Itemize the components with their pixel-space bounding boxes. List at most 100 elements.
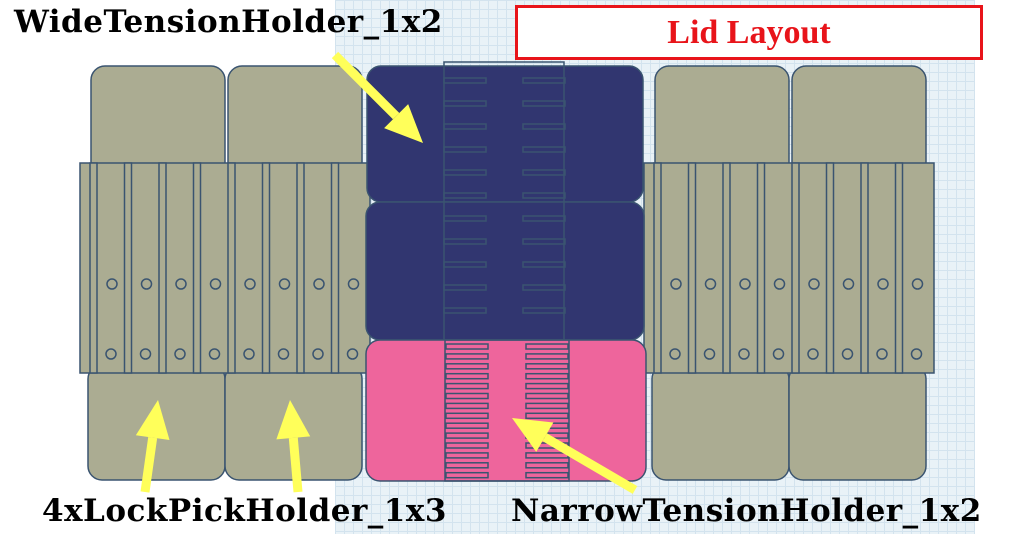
right-lockpick-holder-pin-hole [877, 278, 889, 290]
narrow-slot [525, 343, 569, 350]
narrow-slot [525, 372, 569, 380]
left-lockpick-holder-pin-hole [313, 278, 325, 290]
left-lockpick-holder-pin-hole [347, 278, 360, 290]
left-lockpick-holder-pin-hole [175, 278, 187, 290]
left-lockpick-holder-pin-hole [139, 348, 152, 360]
wide-slot [522, 146, 566, 153]
wide-slot [443, 77, 487, 84]
right-lockpick-holder-pin-hole [808, 278, 820, 290]
right-lockpick-holder-pin-hole [739, 278, 751, 290]
left-lockpick-holder-pin-hole [174, 348, 186, 360]
right-lockpick-holder-channel-body [643, 162, 935, 374]
right-lockpick-holder-pin-hole [807, 348, 819, 360]
wide-shaft [331, 51, 400, 120]
title-box: Lid Layout [515, 5, 983, 60]
wide-slot [443, 100, 487, 107]
wide-slot [443, 123, 487, 130]
lockpick-right-shaft [288, 437, 303, 493]
narrow-slot-frame [444, 339, 570, 482]
narrow-slot [525, 382, 569, 390]
wide-slot [522, 123, 566, 130]
left-lockpick-holder-channel-rib [261, 162, 271, 374]
left-lockpick-holder-top-plate [90, 65, 226, 177]
narrow-arrow-icon [512, 418, 554, 452]
page-title: Lid Layout [667, 13, 831, 51]
right-lockpick-holder-pin-hole [911, 278, 924, 290]
left-lockpick-holder-channel-rib [192, 162, 202, 374]
narrow-slot [445, 452, 489, 459]
right-lockpick-holder-channel-rib [687, 162, 697, 374]
left-lockpick-holder-top-plate [227, 65, 363, 177]
left-lockpick-holder-pin-hole [278, 278, 291, 290]
wide-slot [443, 146, 487, 153]
narrow-slot [445, 372, 489, 380]
right-lockpick-holder-channel-rib [756, 162, 766, 374]
right-lockpick-holder-pin-hole [772, 348, 785, 360]
right-lockpick-holder-pin-hole [703, 348, 716, 360]
narrow-shaft [542, 433, 638, 494]
right-lockpick-holder-channel-rib [825, 162, 835, 374]
narrow-slot [445, 471, 489, 479]
wide-slot [522, 238, 566, 245]
left-lockpick-holder-pin-hole [105, 348, 117, 360]
left-lockpick-holder-pin-hole [346, 348, 359, 360]
wide-slot [443, 215, 487, 222]
narrow-tension-holder [365, 339, 647, 482]
wide-slot [522, 192, 566, 199]
narrow-slot [445, 442, 489, 449]
right-lockpick-holder-pin-hole [876, 348, 888, 360]
narrow-slot [445, 432, 489, 439]
left-lockpick-holder-channel-rib [227, 162, 236, 374]
lockpick-right-arrow-icon [276, 400, 311, 440]
wide-slot [522, 215, 566, 222]
right-lockpick-holder-pin-hole [669, 348, 681, 360]
narrow-slot [445, 392, 489, 400]
narrow-slot [525, 363, 569, 370]
left-lockpick-holder-pin-hole [277, 348, 290, 360]
right-lockpick-holder-top-plate [654, 65, 790, 177]
wide-slot [443, 261, 487, 268]
left-lockpick-holder-pin-hole [244, 278, 256, 290]
left-lockpick-holder-pin-hole [106, 278, 118, 290]
narrow-slot [525, 353, 569, 360]
right-lockpick-holder-channel-rib [791, 162, 800, 374]
wide-slot [443, 307, 487, 314]
wide-slot [522, 169, 566, 176]
left-lockpick-holder-channel-rib [330, 162, 340, 374]
lockpick-left-arrow-icon [135, 400, 170, 441]
right-lockpick-holder-top-plate [791, 65, 927, 177]
wide-slot [443, 169, 487, 176]
wide-slot [443, 192, 487, 199]
wide-slot [443, 284, 487, 291]
narrow-slot [445, 402, 489, 410]
left-lockpick-holder-channel-rib [123, 162, 133, 374]
right-lockpick-holder-pin-hole [738, 348, 750, 360]
left-lockpick-holder-pin-hole [208, 348, 221, 360]
right-lockpick-holder-pin-hole [842, 278, 855, 290]
narrow-slot [445, 412, 489, 420]
wide-slot [522, 261, 566, 268]
narrow-slot [525, 402, 569, 410]
left-lockpick-holder-channel-rib [296, 162, 305, 374]
right-lockpick-holder-channel-rib [722, 162, 731, 374]
right-lockpick-holder-channel-rib [860, 162, 869, 374]
narrow-slot [525, 412, 569, 420]
left-lockpick-holder-pin-hole [312, 348, 324, 360]
wide-tension-holder-2 [365, 201, 645, 341]
left-lockpick-holder-pin-hole [209, 278, 222, 290]
left-lockpick-holder-channel-rib [158, 162, 167, 374]
wide-slot [522, 307, 566, 314]
narrow-slot [445, 462, 489, 469]
narrow-slot [525, 392, 569, 400]
narrow-slot [445, 382, 489, 390]
right-lockpick-holder-pin-hole [773, 278, 786, 290]
label-narrow-tension-holder: NarrowTensionHolder_1x2 [511, 493, 982, 529]
wide-slot [522, 100, 566, 107]
left-lockpick-holder-channel-rib [89, 162, 98, 374]
narrow-slot [445, 422, 489, 429]
wide-arrow-icon [384, 104, 423, 143]
narrow-slot [445, 363, 489, 370]
lockpick-left-shaft [140, 436, 158, 493]
